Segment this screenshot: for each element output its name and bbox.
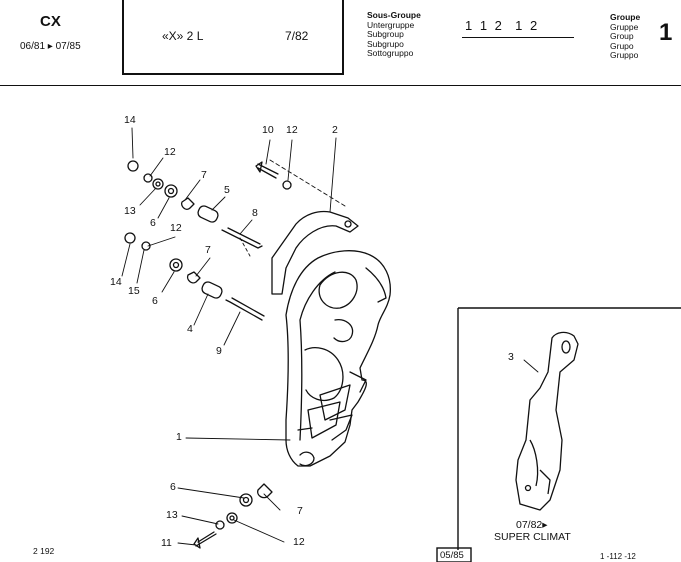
- inset-caption-option: SUPER CLIMAT: [494, 531, 571, 543]
- nut-6-upper: [164, 184, 178, 198]
- group-label-en: Group: [610, 31, 634, 41]
- callout-15: 15: [128, 285, 140, 297]
- callout-7-bottom: 7: [297, 505, 303, 517]
- header-rule: [0, 85, 681, 86]
- callout-12-upper: 12: [164, 146, 176, 158]
- model-period: 06/81 ▸ 07/85: [20, 41, 81, 52]
- callout-4: 4: [187, 323, 193, 335]
- callout-14-upper: 14: [124, 114, 136, 126]
- inset-stamp-box: [436, 547, 472, 562]
- subgroup-number: 1 1 2 1 2: [465, 18, 540, 33]
- engine-date: 7/82: [285, 29, 309, 43]
- model-name: CX: [40, 13, 61, 30]
- group-label-es: Grupo: [610, 40, 634, 51]
- bolt-10: [255, 161, 279, 179]
- callout-13-bottom: 13: [166, 509, 178, 521]
- group-number: 1: [659, 19, 673, 46]
- subgroup-label-en: Subgroup: [367, 29, 404, 39]
- callout-13-upper: 13: [124, 205, 136, 217]
- callout-7-upper: 7: [201, 169, 207, 181]
- spacer-4: [201, 281, 223, 299]
- callout-3: 3: [508, 351, 514, 363]
- inset-caption-date: 07/82▸: [516, 519, 548, 531]
- spacer-5: [197, 205, 219, 223]
- bush-7-lower: [186, 271, 201, 284]
- bracket-3: [515, 331, 579, 511]
- subgroup-label-de: Untergruppe: [367, 19, 415, 30]
- callout-6-upper: 6: [150, 217, 156, 229]
- callout-12-middle: 12: [170, 222, 182, 234]
- callout-10: 10: [262, 124, 274, 136]
- nut-14-upper: [127, 160, 139, 172]
- stud-9: [225, 297, 265, 321]
- subgroup-underline: [462, 37, 574, 38]
- callout-2: 2: [332, 124, 338, 136]
- bolt-11: [193, 531, 217, 549]
- callout-1: 1: [176, 431, 182, 443]
- inset-stamp: 05/85: [440, 550, 464, 561]
- group-labels: Groupe Gruppe Group Grupo Gruppo: [610, 12, 641, 61]
- bush-7-upper: [180, 197, 195, 210]
- engine-label: «X» 2 L: [162, 29, 204, 43]
- callout-14-lower: 14: [110, 276, 122, 288]
- bracket: [271, 210, 359, 295]
- stud-8: [221, 227, 263, 249]
- callout-12-bolt: 12: [286, 124, 298, 136]
- subgroup-label-es: Subgrupo: [367, 38, 404, 49]
- group-label-de: Gruppe: [610, 21, 639, 32]
- nut-6-bottom: [239, 493, 253, 507]
- footer-right-code: 1 -112 -12: [600, 552, 636, 561]
- group-label-it: Gruppo: [610, 50, 639, 60]
- callout-8: 8: [252, 207, 258, 219]
- callout-9: 9: [216, 345, 222, 357]
- subgroup-label-fr: Sous-Groupe: [367, 10, 421, 20]
- footer-left-code: 2 192: [33, 546, 55, 556]
- engine-box: [122, 0, 344, 75]
- timing-cover: [285, 250, 391, 467]
- callout-6-bottom: 6: [170, 481, 176, 493]
- bush-7-bottom: [257, 483, 273, 499]
- nut-14-lower: [124, 232, 136, 244]
- nut-6-lower: [169, 258, 183, 272]
- callout-7-middle: 7: [205, 244, 211, 256]
- subgroup-label-it: Sottogruppo: [367, 48, 414, 58]
- callout-5: 5: [224, 184, 230, 196]
- callout-12-bottom: 12: [293, 536, 305, 548]
- callout-11: 11: [161, 537, 172, 549]
- callout-6-lower: 6: [152, 295, 158, 307]
- subgroup-labels: Sous-Groupe Untergruppe Subgroup Subgrup…: [367, 10, 421, 59]
- group-label-fr: Groupe: [610, 12, 641, 22]
